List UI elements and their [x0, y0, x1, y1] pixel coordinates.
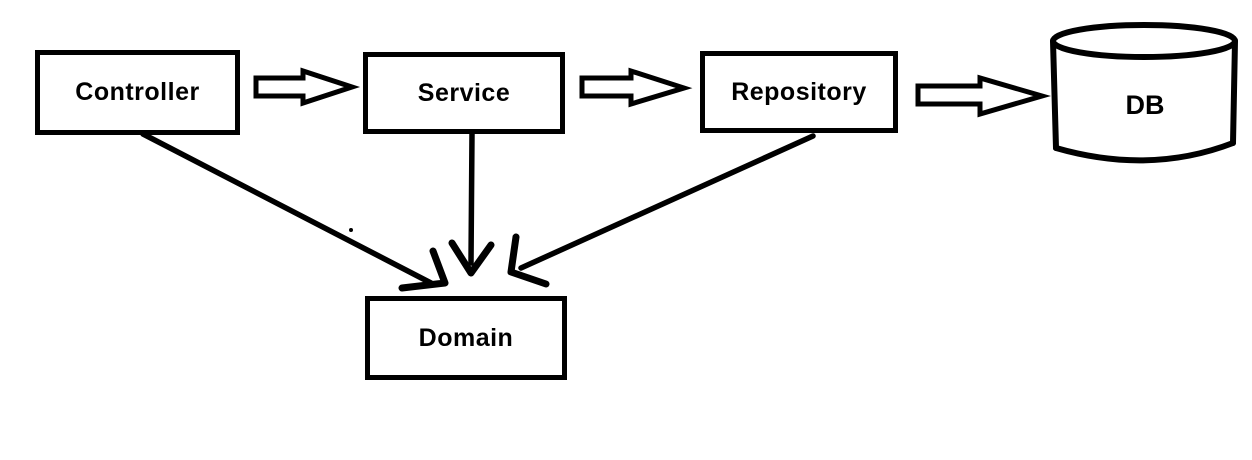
node-domain-label: Domain	[418, 323, 514, 352]
node-service-label: Service	[417, 78, 511, 107]
node-repository-label: Repository	[731, 77, 867, 106]
node-service: Service	[363, 52, 565, 134]
block-arrow-controller-to-service	[253, 67, 361, 107]
node-controller: Controller	[35, 50, 240, 135]
node-db: DB	[1085, 90, 1205, 121]
node-db-label: DB	[1125, 90, 1165, 120]
arrow-service-to-domain	[448, 131, 495, 277]
block-arrow-repository-to-db	[915, 74, 1051, 118]
node-controller-label: Controller	[75, 78, 200, 106]
db-cylinder-shape	[1050, 22, 1238, 164]
arrow-controller-to-domain	[140, 131, 449, 292]
node-domain: Domain	[365, 296, 567, 380]
stray-dot	[349, 228, 353, 232]
node-repository: Repository	[700, 51, 898, 133]
block-arrow-service-to-repository	[579, 67, 693, 108]
arrow-repository-to-domain	[507, 133, 816, 288]
